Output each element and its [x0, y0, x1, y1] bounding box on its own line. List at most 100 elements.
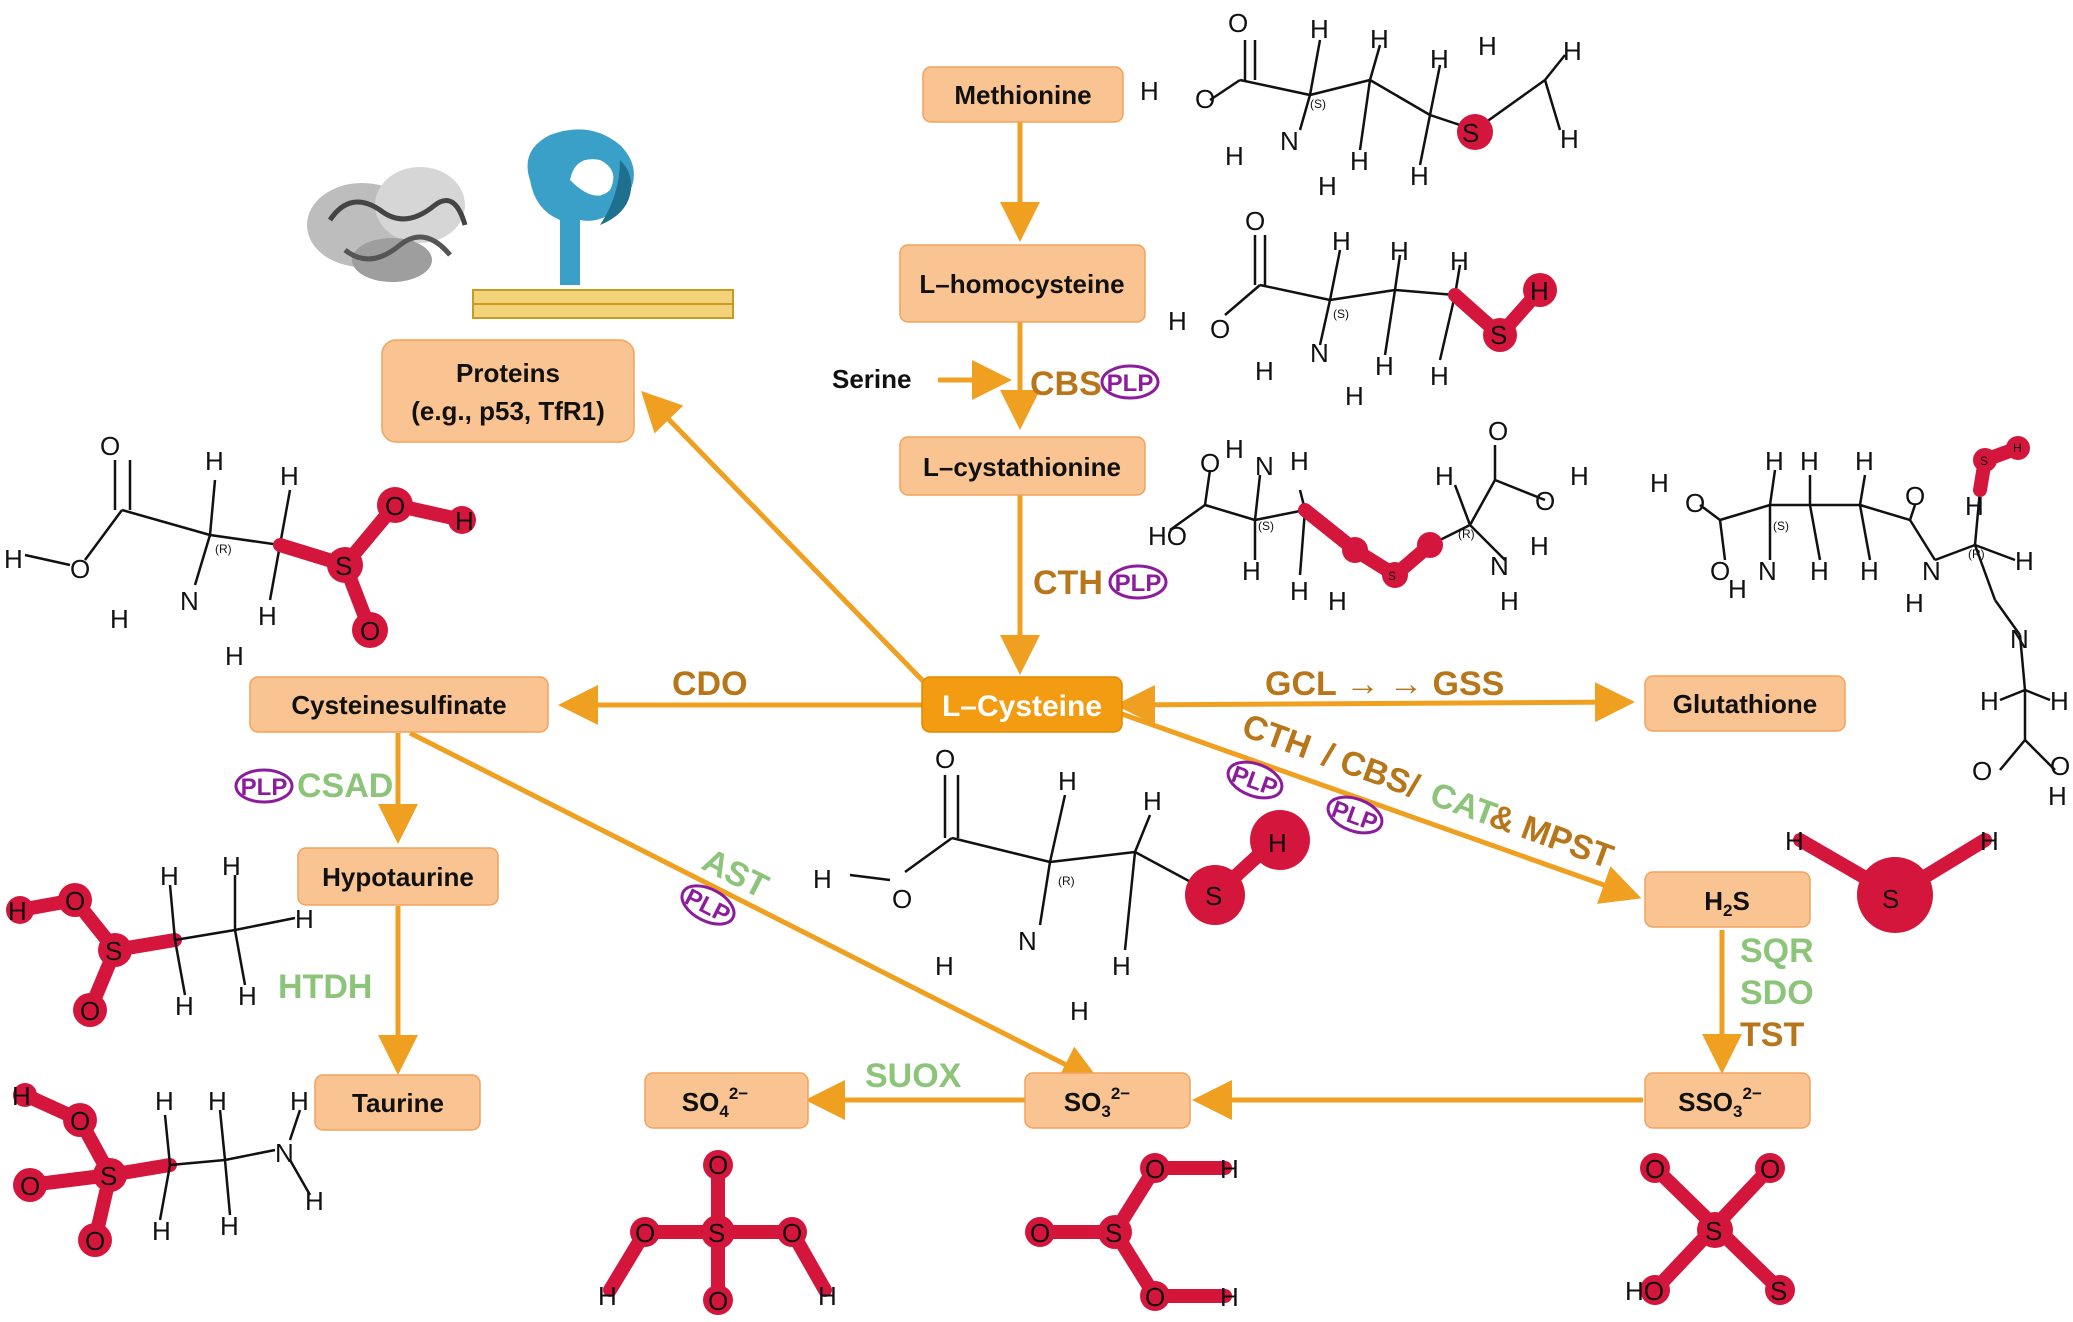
svg-text:H: H — [1435, 461, 1454, 491]
svg-text:H: H — [1800, 446, 1819, 476]
svg-text:Proteins: Proteins — [456, 358, 560, 388]
svg-text:S: S — [1705, 1216, 1722, 1246]
svg-text:H: H — [1143, 786, 1162, 816]
svg-text:S: S — [1770, 1276, 1787, 1306]
svg-text:HO: HO — [1625, 1276, 1664, 1306]
svg-text:H: H — [110, 604, 129, 634]
svg-text:O: O — [2050, 751, 2070, 781]
svg-text:(R): (R) — [1058, 874, 1075, 888]
svg-text:H: H — [208, 1086, 227, 1116]
svg-text:H: H — [1785, 826, 1804, 856]
protein-structure-illustration — [307, 167, 468, 282]
svg-text:O: O — [1760, 1154, 1780, 1184]
svg-text:H: H — [935, 951, 954, 981]
svg-text:L–cystathionine: L–cystathionine — [923, 452, 1121, 482]
svg-text:N: N — [2010, 624, 2029, 654]
svg-text:H: H — [1112, 951, 1131, 981]
svg-text:O: O — [1245, 206, 1265, 236]
svg-text:O: O — [1210, 314, 1230, 344]
svg-text:L–Cysteine: L–Cysteine — [942, 690, 1102, 723]
label-csad: CSAD — [297, 767, 393, 805]
svg-text:H: H — [152, 1216, 171, 1246]
svg-text:H: H — [1478, 31, 1497, 61]
svg-text:H: H — [1225, 434, 1244, 464]
svg-text:H: H — [1140, 76, 1159, 106]
svg-text:O: O — [80, 996, 100, 1026]
svg-text:N: N — [1018, 926, 1037, 956]
svg-text:O: O — [935, 744, 955, 774]
label-htdh: HTDH — [278, 968, 372, 1006]
svg-text:H: H — [258, 601, 277, 631]
svg-text:H: H — [1255, 356, 1274, 386]
svg-text:H: H — [8, 896, 27, 926]
svg-text:(e.g., p53, TfR1): (e.g., p53, TfR1) — [411, 396, 605, 426]
svg-text:SO32−: SO32− — [1064, 1084, 1131, 1121]
svg-text:H: H — [1290, 576, 1309, 606]
svg-text:S: S — [1388, 569, 1396, 583]
svg-text:H: H — [238, 981, 257, 1011]
svg-text:H: H — [1530, 276, 1549, 306]
svg-text:H: H — [1650, 468, 1669, 498]
svg-text:O: O — [708, 1286, 728, 1316]
svg-text:N: N — [1280, 126, 1299, 156]
svg-text:H: H — [1220, 1282, 1239, 1312]
svg-text:H: H — [598, 1281, 617, 1311]
label-sqr: SQR — [1740, 932, 1814, 970]
svg-text:H: H — [4, 544, 23, 574]
svg-text:HO: HO — [1148, 521, 1187, 551]
svg-text:H: H — [222, 851, 241, 881]
svg-text:H2S: H2S — [1704, 886, 1750, 920]
taurine-structure: H O S O O H H H H N H H — [12, 1081, 324, 1257]
svg-text:H: H — [1965, 491, 1984, 521]
svg-text:S: S — [708, 1218, 725, 1248]
membrane-receptor-illustration — [472, 129, 734, 319]
svg-text:H: H — [295, 904, 314, 934]
svg-text:H: H — [1225, 141, 1244, 171]
plp-badge-cbs: PLP — [1100, 364, 1160, 400]
node-so3: SO32− — [1024, 1072, 1191, 1129]
svg-text:O: O — [1228, 8, 1248, 38]
label-tst: TST — [1740, 1016, 1804, 1054]
thiosulfate-structure: O O S HO S — [1625, 1153, 1795, 1306]
glutathione-structure: S H H O O H N H H H H H O N H H H N H H … — [1650, 436, 2070, 811]
node-hypotaurine: Hypotaurine — [297, 847, 499, 906]
svg-text:N: N — [275, 1138, 294, 1168]
label-serine: Serine — [832, 364, 912, 394]
svg-text:O: O — [65, 886, 85, 916]
svg-text:O: O — [1972, 756, 1992, 786]
svg-text:O: O — [70, 1106, 90, 1136]
node-h2s: H2S — [1644, 871, 1811, 928]
svg-text:O: O — [100, 431, 120, 461]
svg-text:O: O — [385, 491, 405, 521]
svg-text:H: H — [1290, 446, 1309, 476]
svg-text:O: O — [635, 1218, 655, 1248]
svg-text:Methionine: Methionine — [954, 80, 1091, 110]
svg-text:H: H — [1268, 828, 1287, 858]
svg-text:H: H — [12, 1081, 31, 1111]
node-cysteinesulfinate: Cysteinesulfinate — [249, 676, 549, 733]
label-suox: SUOX — [865, 1057, 962, 1095]
sulfate-structure: O O O O S H H — [598, 1150, 837, 1316]
svg-text:O: O — [708, 1150, 728, 1180]
svg-text:N: N — [1490, 551, 1509, 581]
h2s-structure: S H H — [1785, 826, 1999, 933]
svg-text:H: H — [1058, 766, 1077, 796]
node-homocysteine: L–homocysteine — [899, 244, 1146, 323]
svg-text:S: S — [100, 1161, 117, 1191]
svg-text:H: H — [1560, 124, 1579, 154]
node-taurine: Taurine — [314, 1074, 481, 1131]
svg-text:H: H — [2050, 686, 2069, 716]
svg-text:(S): (S) — [1310, 97, 1326, 111]
svg-text:(S): (S) — [1333, 307, 1349, 321]
svg-text:H: H — [1855, 446, 1874, 476]
svg-text:(R): (R) — [1968, 547, 1985, 561]
svg-text:H: H — [1530, 531, 1549, 561]
node-so4: SO42− — [644, 1072, 809, 1129]
plp-badge-csad: PLP — [234, 768, 294, 804]
svg-text:H: H — [175, 991, 194, 1021]
svg-text:H: H — [1980, 826, 1999, 856]
node-proteins: Proteins (e.g., p53, TfR1) — [381, 339, 635, 443]
svg-text:O: O — [1710, 556, 1730, 586]
svg-text:H: H — [2015, 546, 2034, 576]
